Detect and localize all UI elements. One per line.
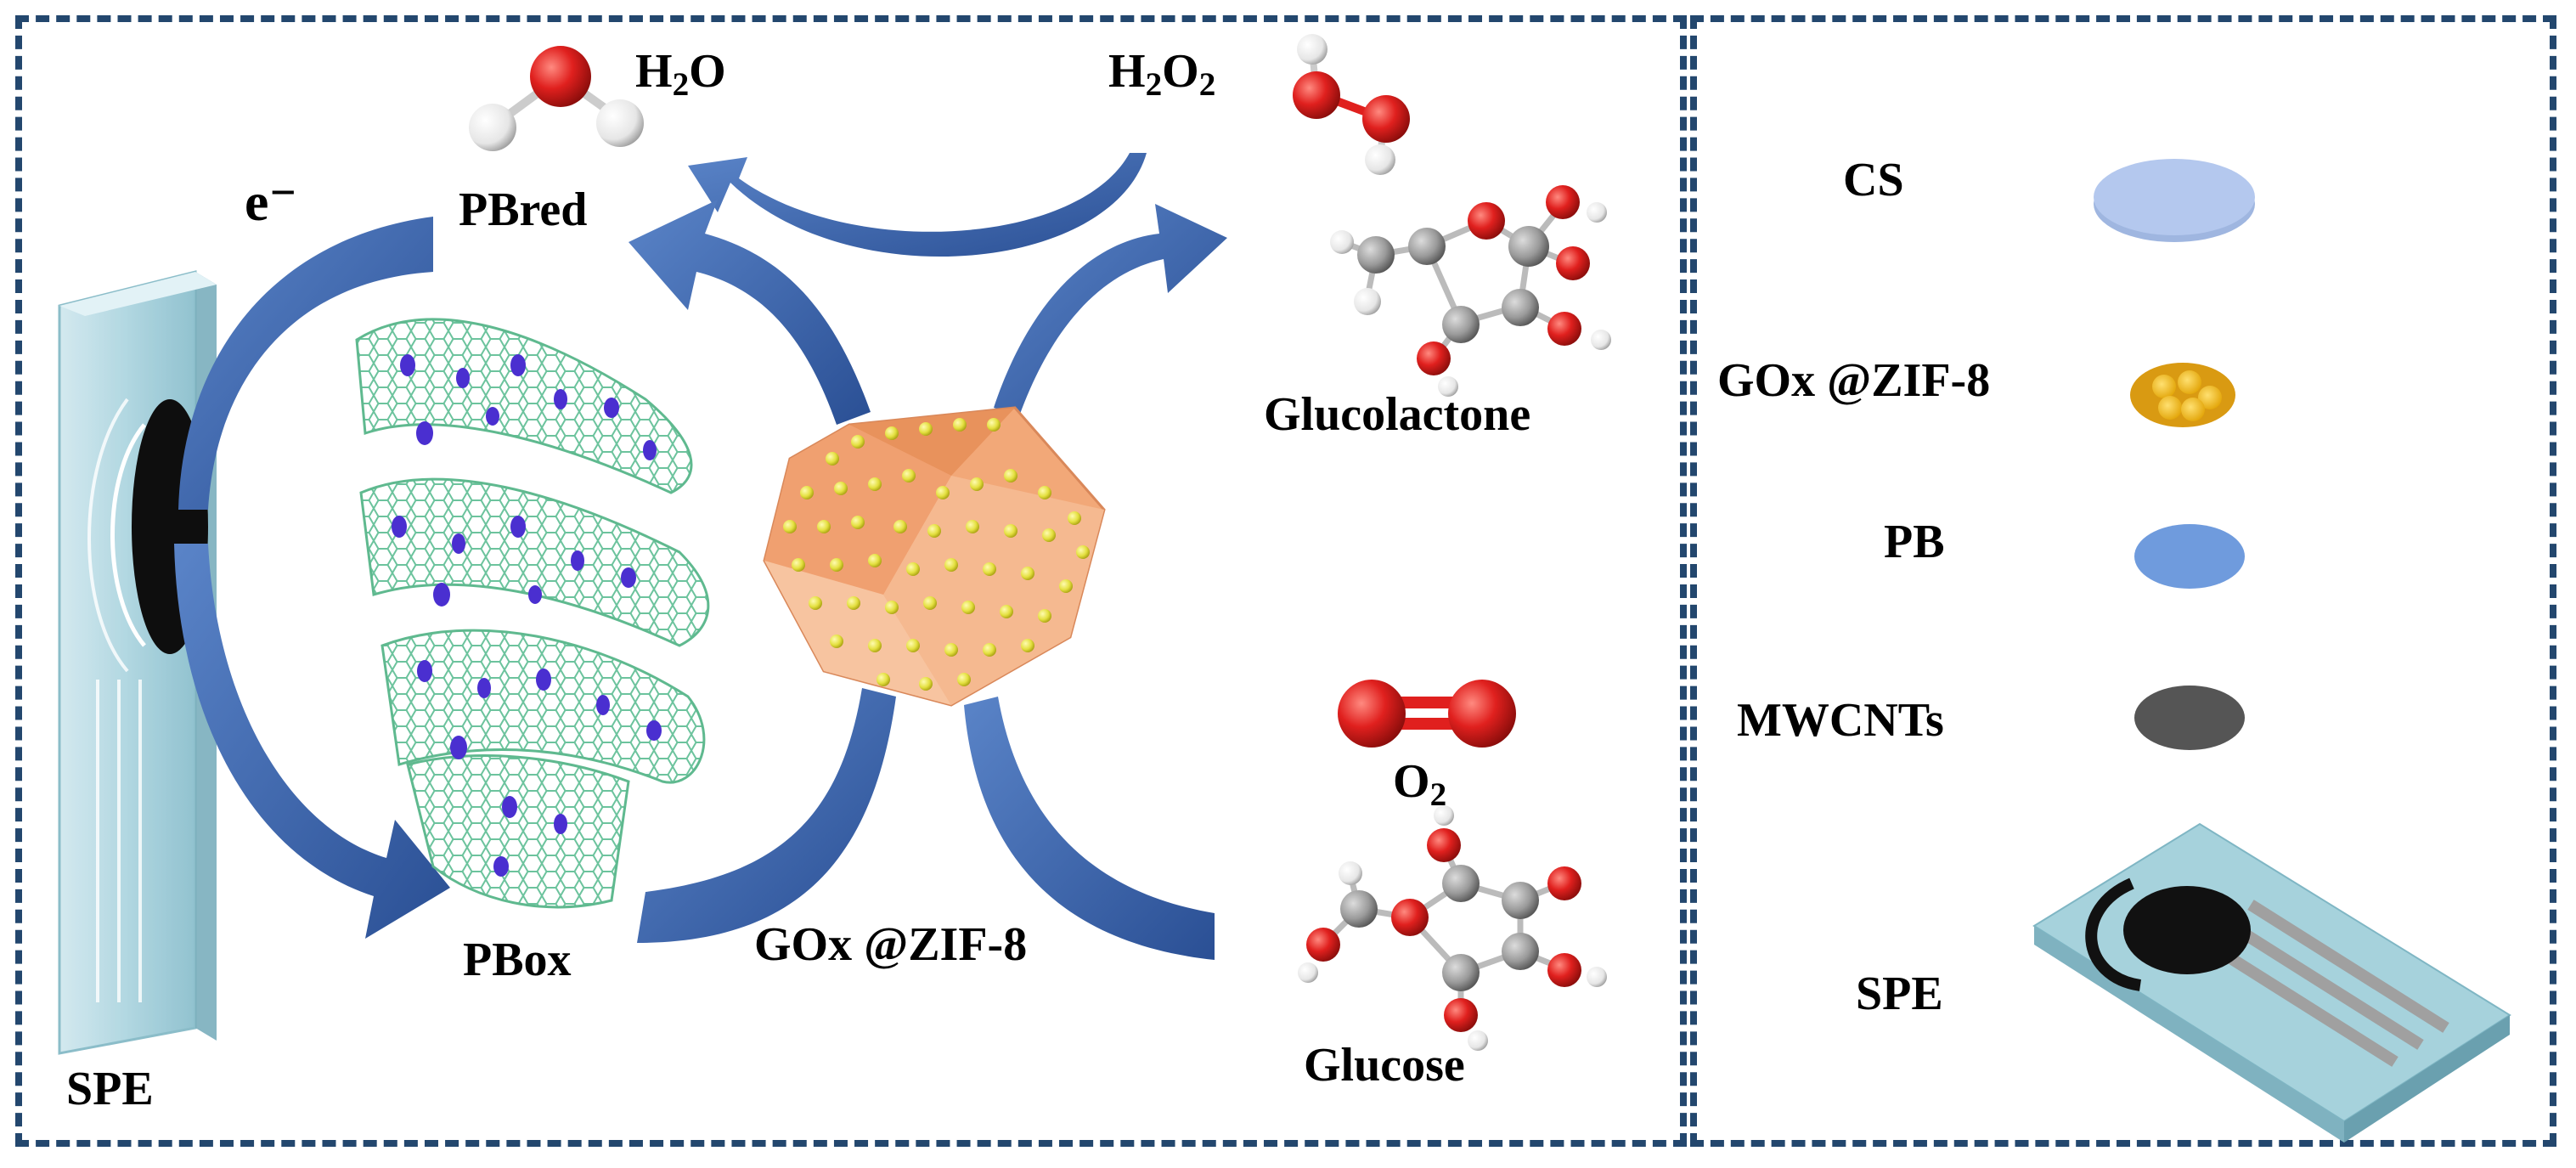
spe-electrode-icon xyxy=(2032,822,2511,1143)
reaction-arrows xyxy=(628,153,1227,960)
o2-label: O2 xyxy=(1393,755,1447,813)
legend-gox-zif8-label: GOx @ZIF-8 xyxy=(1717,354,1991,407)
gox-zif8-polyhedron xyxy=(763,406,1106,707)
h2o2-molecule xyxy=(1293,34,1410,175)
cs-disc-icon xyxy=(2094,159,2255,242)
legend-spe-label: SPE xyxy=(1856,968,1943,1020)
h2o-label: H2O xyxy=(635,45,726,103)
legend-panel xyxy=(1690,15,2556,1147)
mwcnts-disc-icon xyxy=(2134,686,2245,750)
h2o-molecule xyxy=(469,46,644,151)
pbox-label: PBox xyxy=(463,934,572,986)
electron-label: e⁻ xyxy=(245,172,298,232)
legend-mwcnts-label: MWCNTs xyxy=(1737,694,1944,747)
electron-transfer-arrows xyxy=(174,217,450,939)
o2-molecule xyxy=(1338,680,1516,748)
gox-zif8-particle-icon xyxy=(2130,363,2235,427)
pbred-label: PBred xyxy=(459,183,588,236)
glucolactone-molecule xyxy=(1330,185,1611,397)
h2o2-label: H2O2 xyxy=(1108,45,1216,103)
reaction-scheme-panel xyxy=(15,15,1687,1147)
pb-disc-icon xyxy=(2134,524,2245,589)
spe-label: SPE xyxy=(66,1063,154,1115)
mwcnt-pb-nanotubes xyxy=(355,318,710,909)
glucose-molecule xyxy=(1298,805,1607,1051)
legend-cs-label: CS xyxy=(1843,154,1904,206)
glucolactone-label: Glucolactone xyxy=(1264,388,1531,441)
glucose-label: Glucose xyxy=(1304,1039,1465,1092)
gox-zif8-label: GOx @ZIF-8 xyxy=(754,918,1028,971)
legend-pb-label: PB xyxy=(1884,516,1945,568)
